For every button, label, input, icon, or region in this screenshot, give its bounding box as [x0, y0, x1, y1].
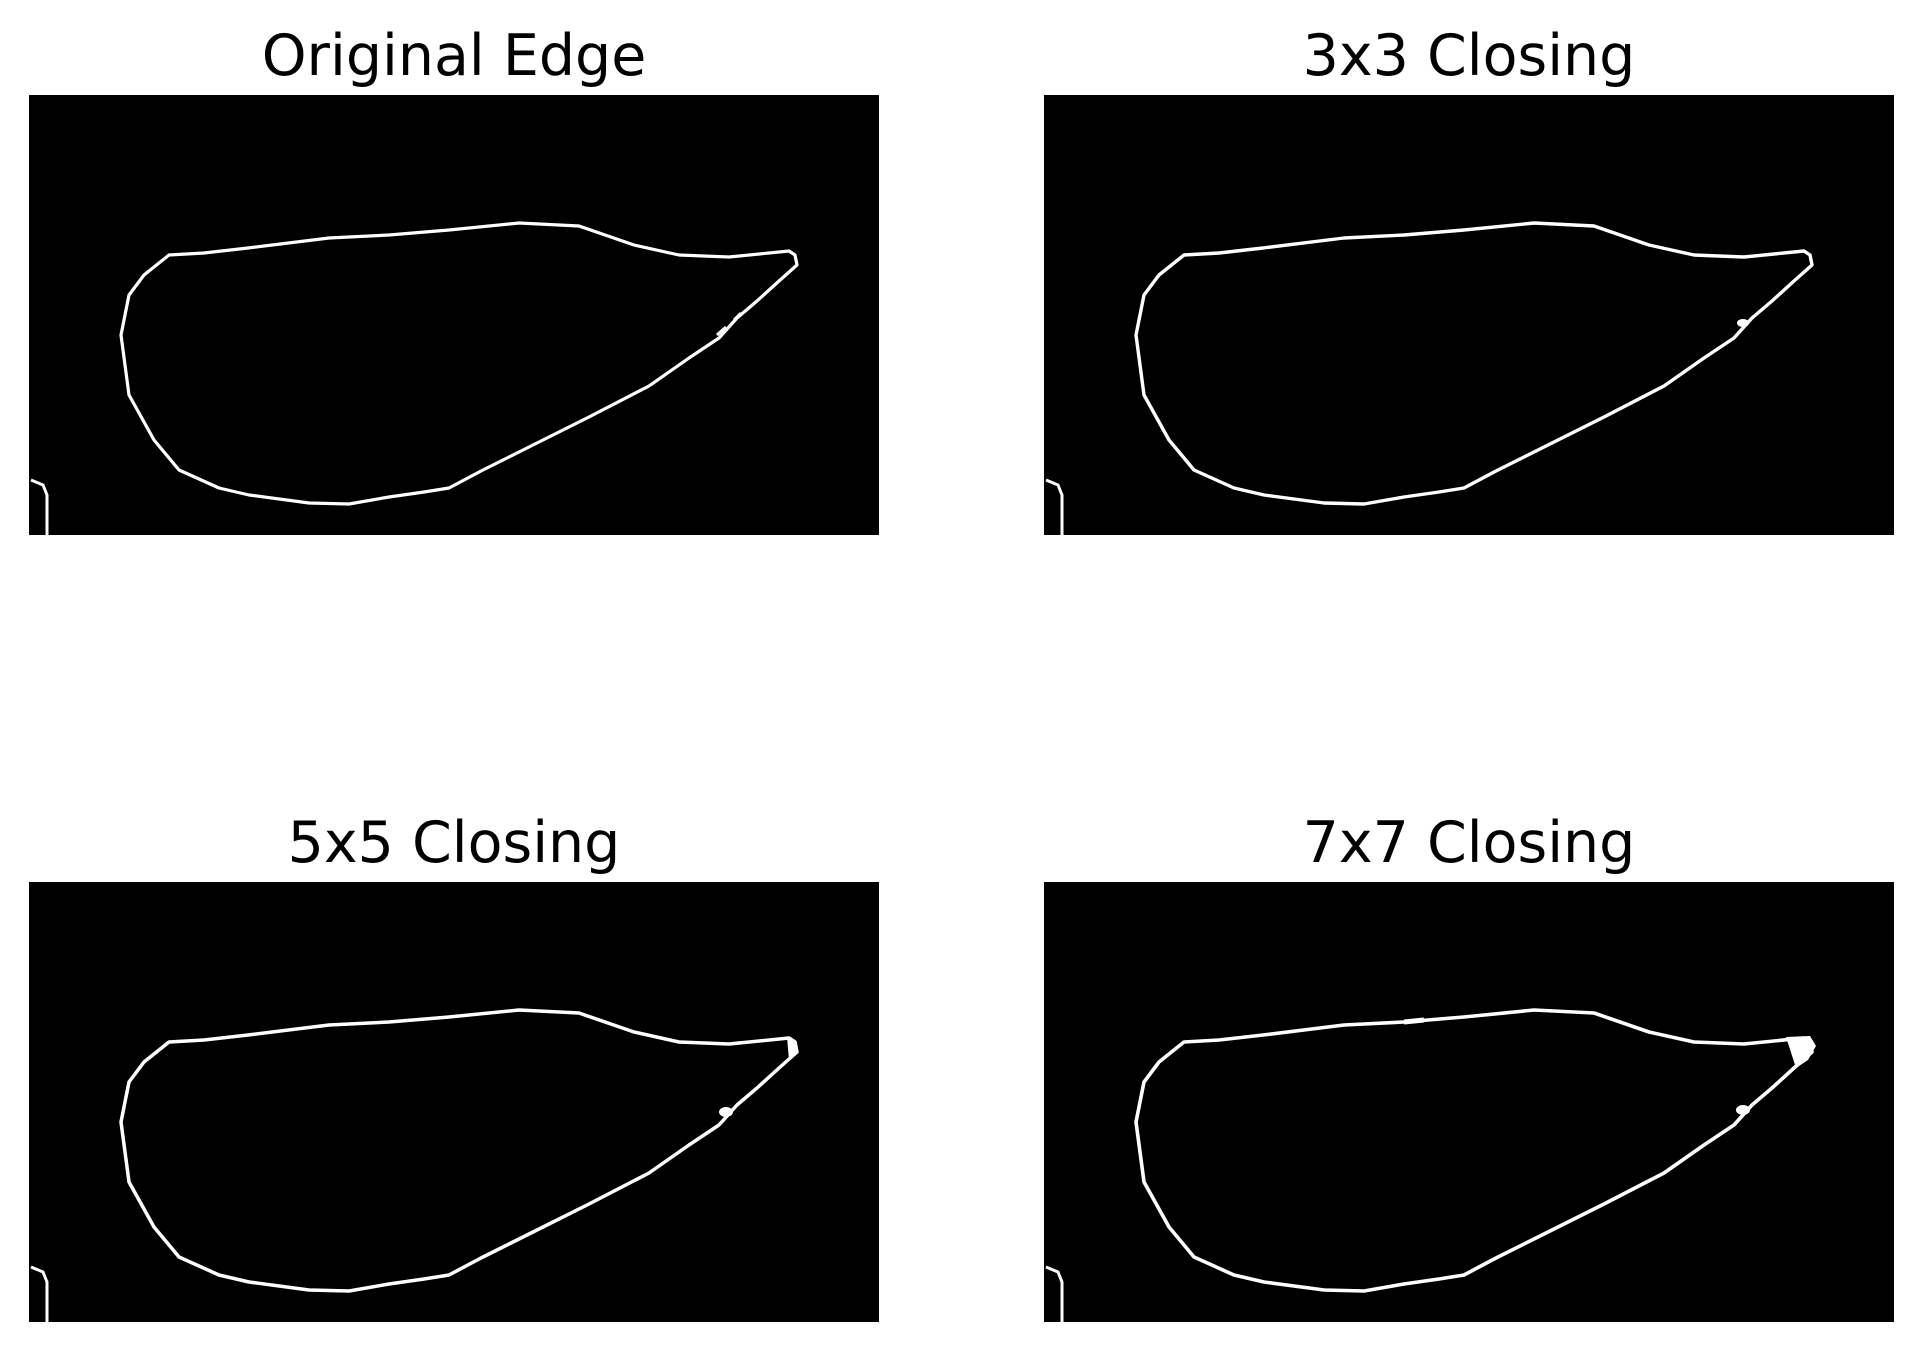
top-edge-thickening: [1403, 1017, 1425, 1025]
edge-gap-fragment: [716, 311, 743, 337]
tip-fill: [787, 1037, 797, 1060]
closing-blob: [1736, 1105, 1750, 1115]
closing-blob: [1737, 319, 1749, 327]
edge-contour-svg: [30, 1008, 799, 1322]
corner-fragment: [30, 1265, 49, 1322]
edge-image-closing-5x5: [29, 882, 879, 1322]
edge-contour: [1134, 221, 1814, 506]
corner-fragment: [1045, 1265, 1064, 1322]
tip-fill: [1786, 1036, 1816, 1068]
panel-title: 7x7 Closing: [1302, 810, 1636, 876]
edge-contour: [119, 1008, 799, 1293]
panel-title: 3x3 Closing: [1302, 23, 1636, 89]
edge-contour: [119, 221, 799, 506]
edge-contour: [1134, 1008, 1814, 1293]
closing-blob: [719, 1107, 733, 1117]
panel-title: 5x5 Closing: [287, 810, 621, 876]
edge-contour-svg: [1045, 221, 1814, 535]
edge-image-original: [29, 95, 879, 535]
edge-image-closing-3x3: [1044, 95, 1894, 535]
panel-title: Original Edge: [261, 23, 647, 89]
edge-image-closing-7x7: [1044, 882, 1894, 1322]
corner-fragment: [1045, 478, 1064, 535]
edge-contour-svg: [1045, 1008, 1816, 1322]
edge-contour-svg: [30, 221, 799, 535]
corner-fragment: [30, 478, 49, 535]
